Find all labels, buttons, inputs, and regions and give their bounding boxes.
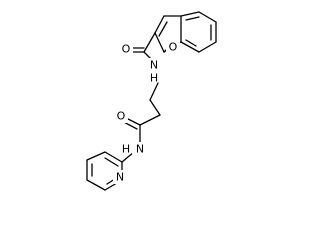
bond [154,32,165,53]
bond [86,179,106,191]
bond [180,41,200,53]
benzene-ring [180,11,217,53]
pyridine-ring [86,151,123,191]
bond [198,41,217,53]
molecule-structure: O N H O O N H N [86,11,217,191]
bond [149,99,161,116]
bond [180,11,200,17]
bond-double [185,16,200,21]
atom-h-amide-bottom: H [122,143,130,156]
bond [154,15,165,34]
bond [198,11,217,23]
bond [86,151,106,161]
bond-double [104,157,119,167]
bond [104,151,123,163]
bond-double [158,21,168,37]
bond [139,114,161,126]
atom-o-ring: O [169,41,178,54]
bond [143,32,156,53]
bond [149,82,159,101]
propanoyl-linker [139,82,161,126]
atom-n-amide-top: N [150,59,158,72]
atom-h-amide-top: H [150,72,158,85]
atom-n-pyridine: N [116,171,124,184]
bond-double [185,39,197,47]
atom-n-amide-bottom: N [136,143,144,156]
atom-o-carbonyl-top: O [122,43,131,56]
atom-o-carbonyl-bottom: O [117,110,126,123]
